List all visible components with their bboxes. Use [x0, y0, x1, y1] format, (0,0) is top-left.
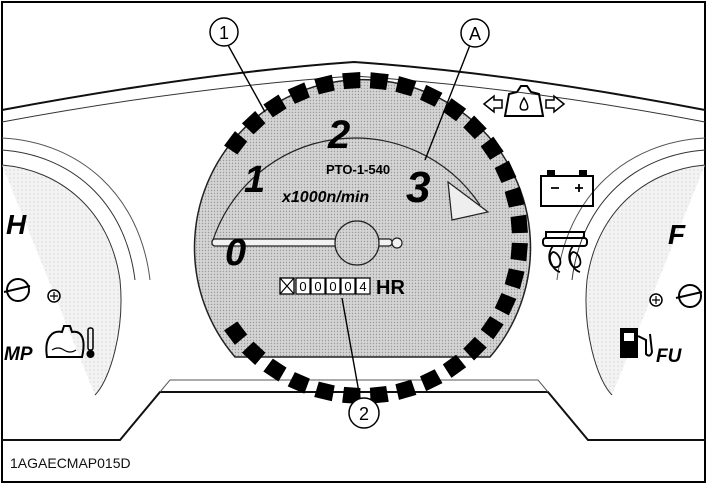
callout-leader-2	[341, 297, 361, 399]
svg-text:A: A	[469, 24, 481, 44]
tick-segment	[480, 316, 504, 340]
tick-segment	[342, 72, 361, 90]
tick-segment	[263, 358, 287, 382]
tick-segment	[504, 186, 525, 208]
callout-1: 1	[209, 17, 239, 47]
pto-marker	[447, 180, 490, 221]
hour-meter-digit: 0	[314, 279, 321, 294]
tick-segment	[494, 160, 517, 183]
callout-2: 2	[348, 397, 380, 429]
tick-segment	[419, 369, 443, 392]
callout-leader-a	[424, 44, 471, 161]
hour-meter-digit: 0	[344, 279, 351, 294]
coolant-temperature-icon	[45, 325, 95, 358]
dial-number-3: 3	[406, 163, 430, 212]
tachometer-needle	[211, 220, 403, 266]
figure-caption: 1AGAECMAP015D	[10, 455, 131, 471]
tick-segment	[263, 94, 287, 118]
rpm-unit-label: x1000n/min	[281, 189, 369, 206]
glow-plug-icon	[542, 231, 588, 273]
tick-segment	[494, 293, 517, 316]
hour-meter-digit: 0	[299, 279, 306, 294]
hour-meter-digit-box	[355, 277, 371, 295]
tick-segment	[463, 115, 487, 140]
tick-segment	[241, 341, 266, 366]
dial-number-1: 1	[244, 159, 265, 201]
svg-text:1: 1	[219, 23, 229, 43]
tick-segment	[224, 321, 248, 345]
left-partial-label-bottom: MP	[4, 344, 33, 365]
battery-charge-icon	[540, 170, 594, 207]
dashboard-housing-outline	[1, 60, 706, 111]
hour-meter-digit: 0	[329, 279, 336, 294]
callout-leader-1	[227, 44, 266, 113]
right-small-indicator-icon	[649, 293, 663, 307]
svg-text:2: 2	[359, 404, 369, 424]
tick-segment	[224, 131, 248, 155]
hour-meter-unit: HR	[376, 277, 405, 299]
left-small-indicator-icon	[47, 289, 61, 303]
hour-meter-digit-box	[295, 277, 311, 295]
right-partial-label-bottom: FU	[656, 346, 683, 367]
right-side-gauge: F FU	[556, 137, 706, 396]
tick-segment	[395, 379, 417, 400]
tick-segment	[287, 372, 310, 394]
tick-segment	[442, 354, 467, 378]
fuel-pump-icon	[620, 328, 654, 358]
tachometer-tick-band	[224, 72, 528, 404]
left-side-gauge: H MP	[1, 137, 151, 396]
tick-segment	[287, 82, 310, 104]
tick-segment	[369, 386, 389, 404]
tick-segment	[241, 110, 266, 135]
callout-a: A	[460, 18, 490, 48]
tick-segment	[442, 98, 467, 122]
dial-number-2: 2	[327, 113, 350, 157]
tick-segment	[395, 76, 417, 97]
tick-segment	[419, 84, 443, 107]
left-warning-icon	[3, 278, 31, 302]
hour-meter-digit: 4	[359, 279, 366, 294]
inner-scale-arc	[211, 137, 481, 244]
tachometer-face	[193, 78, 532, 358]
tick-segment	[510, 242, 528, 262]
hour-meter-digit-box	[325, 277, 341, 295]
hour-meter-digit-box	[340, 277, 356, 295]
tick-segment	[480, 136, 504, 160]
engine-oil-pressure-icon	[482, 85, 566, 117]
hour-meter-digit-box	[310, 277, 326, 295]
dial-number-0: 0	[225, 232, 246, 274]
tick-segment	[510, 214, 528, 234]
tick-segment	[463, 336, 487, 361]
pto-speed-label: PTO-1-540	[326, 162, 390, 177]
tick-segment	[314, 74, 335, 95]
right-warning-icon	[675, 284, 703, 308]
right-partial-label-top: F	[668, 219, 686, 250]
tick-segment	[504, 268, 525, 290]
tick-segment	[369, 72, 389, 90]
tick-segment	[314, 381, 335, 402]
left-partial-label-top: H	[6, 209, 27, 240]
